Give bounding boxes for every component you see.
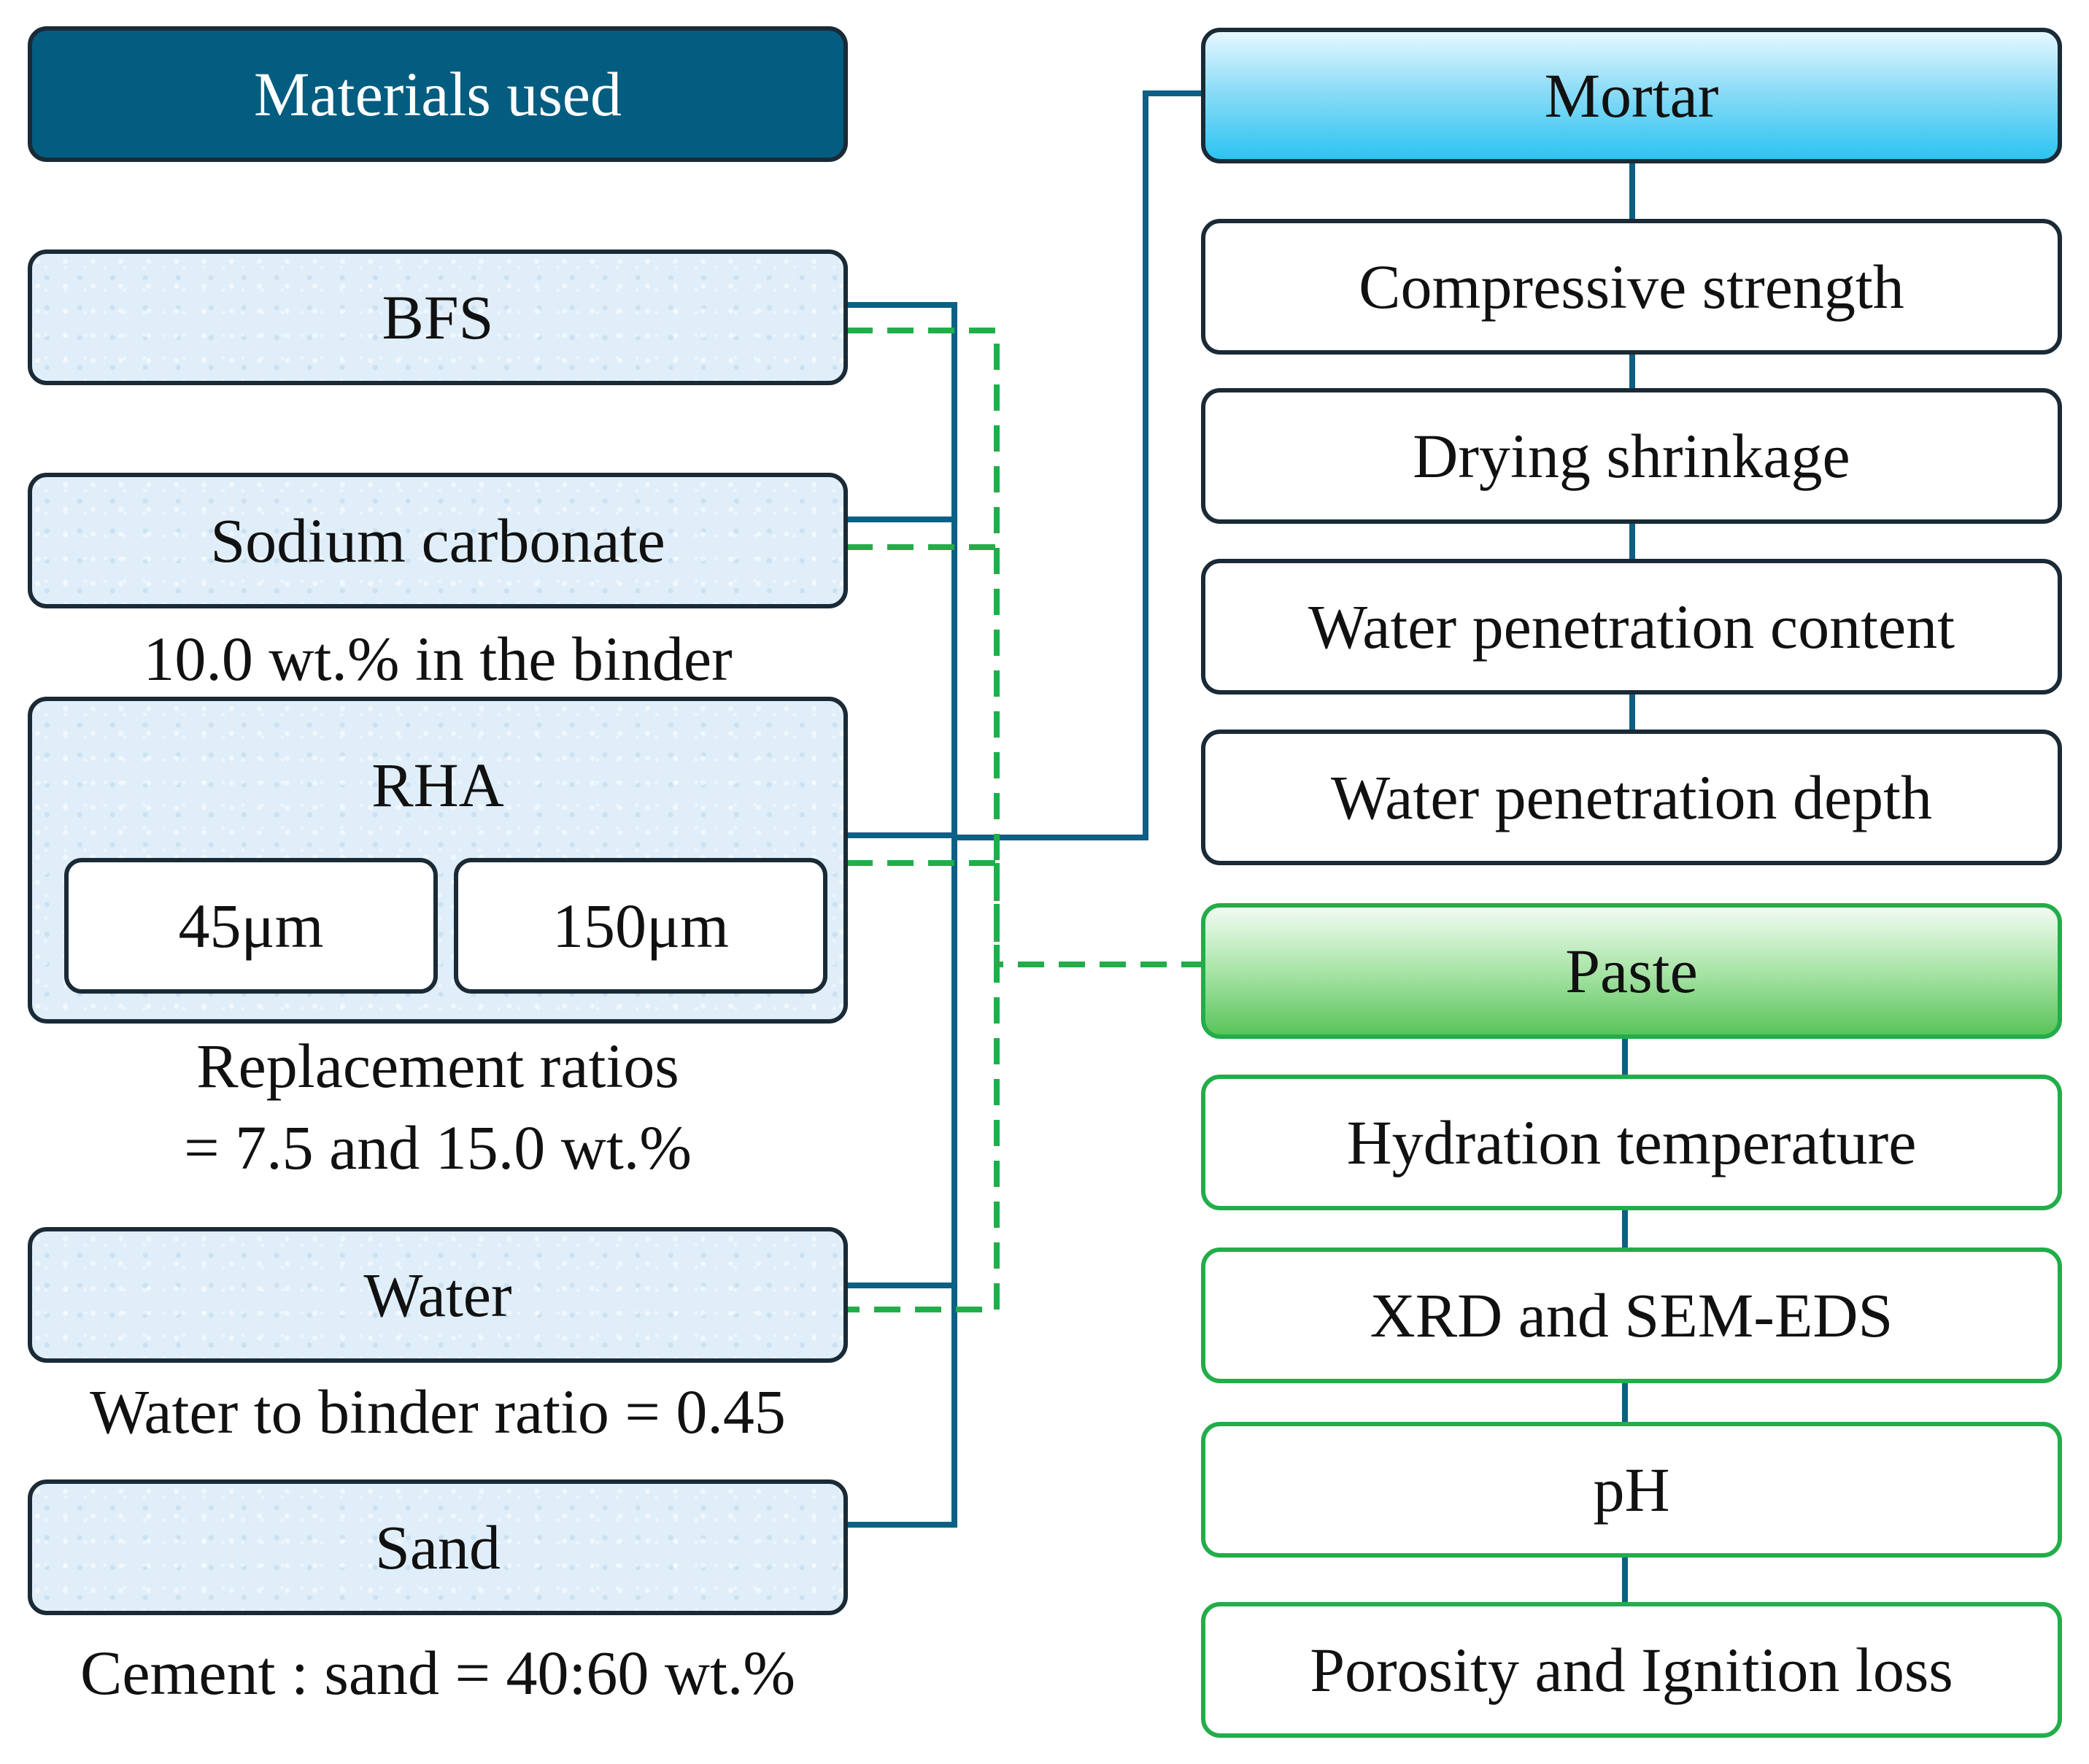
paste-test-label: Hydration temperature [1346,1107,1917,1177]
materials-title-label: Materials used [254,59,622,129]
paste-header: Paste [1201,903,2062,1039]
paste-trunk-line [994,863,1205,967]
water-label: Water [363,1260,512,1330]
mortar-title: Mortar [1544,61,1719,131]
mortar-test-label: Water penetration depth [1330,762,1933,832]
rha-note-line1: Replacement ratios [196,1031,679,1101]
mortar-test-compressive-strength: Compressive strength [1201,219,2062,355]
mortar-header: Mortar [1201,28,2062,163]
bfs-box: BFS [28,249,848,385]
water-note: Water to binder ratio = 0.45 [90,1377,786,1447]
paste-title: Paste [1565,936,1698,1006]
paste-test-label: XRD and SEM-EDS [1370,1280,1893,1350]
sodium-carbonate-note: 10.0 wt.% in the binder [143,624,733,694]
materials-title: Materials used [28,26,848,162]
sand-box: Sand [28,1479,848,1615]
sand-note: Cement : sand = 40:60 wt.% [80,1638,796,1708]
sodium-carbonate-box: Sodium carbonate [28,473,848,608]
bfs-label: BFS [382,282,494,352]
rha-note-line2: = 7.5 and 15.0 wt.% [184,1113,692,1183]
mortar-test-water-penetration-depth: Water penetration depth [1201,730,2062,865]
mortar-test-water-penetration-content: Water penetration content [1201,559,2062,695]
mortar-test-drying-shrinkage: Drying shrinkage [1201,388,2062,524]
mortar-test-label: Compressive strength [1359,252,1904,322]
bfs-mortar-line [846,302,957,1528]
mortar-test-label: Water penetration content [1308,592,1955,662]
bfs-paste-line [846,328,1000,1312]
rha-size-45-box: 45μm [64,858,438,994]
water-box: Water [28,1227,848,1363]
paste-test-label: Porosity and Ignition loss [1310,1635,1953,1705]
paste-test-porosity-ignition-loss: Porosity and Ignition loss [1201,1602,2062,1738]
rha-label: RHA [371,750,504,820]
rha-size-150-label: 150μm [552,891,729,961]
rha-size-150-box: 150μm [454,858,827,994]
sodium-carbonate-label: Sodium carbonate [210,506,665,576]
mortar-trunk-line [954,90,1205,840]
paste-connectors [846,328,1205,1312]
paste-test-label: pH [1593,1455,1670,1525]
paste-test-xrd-sem-eds: XRD and SEM-EDS [1201,1247,2062,1383]
paste-test-hydration-temperature: Hydration temperature [1201,1075,2062,1210]
rha-size-45-label: 45μm [178,891,324,961]
sand-label: Sand [375,1512,501,1582]
paste-test-ph: pH [1201,1422,2062,1558]
mortar-test-label: Drying shrinkage [1413,421,1850,491]
